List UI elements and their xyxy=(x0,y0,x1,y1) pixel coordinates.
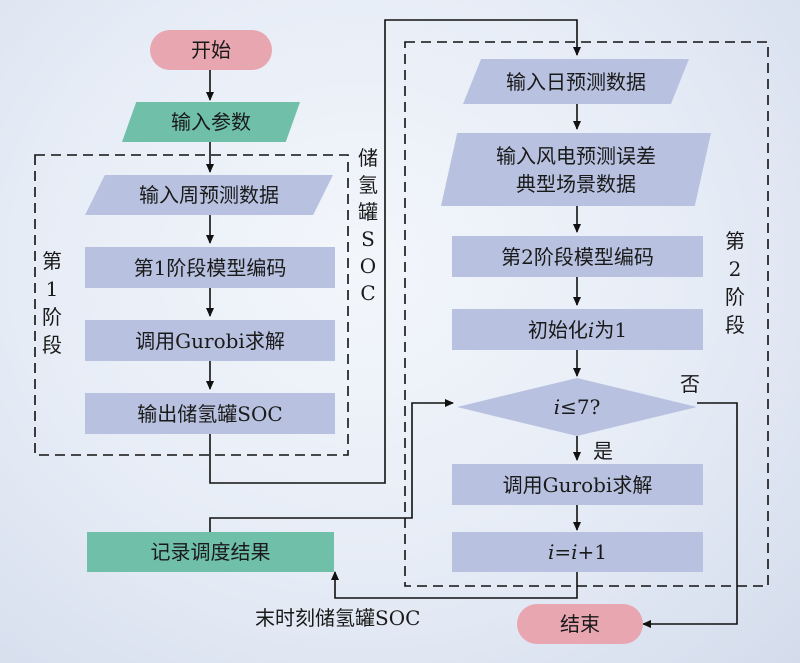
record-text: 记录调度结果 xyxy=(150,540,271,564)
stage1-encode-text: 第1阶段模型编码 xyxy=(133,255,287,280)
input-params-box: 输入参数 xyxy=(122,102,300,142)
stage2-encode-box: 第2阶段模型编码 xyxy=(452,236,703,277)
week-forecast-text: 输入周预测数据 xyxy=(139,183,279,207)
stage1-label: 第 1 阶 段 xyxy=(42,249,62,357)
decision-text: i≤7? xyxy=(553,395,601,419)
final-soc-label: 末时刻储氢罐SOC xyxy=(255,606,421,630)
start-terminal: 开始 xyxy=(150,30,272,70)
decision-diamond xyxy=(457,378,697,436)
wind-error-line1: 输入风电预测误差 xyxy=(496,143,656,168)
tank-soc-label: 储 氢 罐 S O C xyxy=(358,146,378,305)
gurobi1-box: 调用Gurobi求解 xyxy=(85,320,335,361)
stage2-boundary xyxy=(404,41,769,587)
week-forecast-box: 输入周预测数据 xyxy=(85,175,333,215)
end-terminal: 结束 xyxy=(517,604,643,644)
end-text: 结束 xyxy=(560,612,600,636)
input-params-text: 输入参数 xyxy=(171,110,251,134)
start-text: 开始 xyxy=(191,38,231,62)
gurobi1-text: 调用Gurobi求解 xyxy=(135,328,285,353)
stage1-boundary xyxy=(34,154,349,456)
stage2-encode-text: 第2阶段模型编码 xyxy=(501,244,654,269)
day-forecast-text: 输入日预测数据 xyxy=(506,69,646,94)
increment-box: i=i+1 xyxy=(452,532,703,572)
wind-error-line2: 典型场景数据 xyxy=(516,171,636,196)
init-i-box: 初始化i为1 xyxy=(452,309,703,350)
gurobi2-text: 调用Gurobi求解 xyxy=(502,472,653,497)
output-soc-box: 输出储氢罐SOC xyxy=(85,393,335,434)
output-soc-text: 输出储氢罐SOC xyxy=(137,401,283,426)
yes-label: 是 xyxy=(593,439,613,463)
record-box: 记录调度结果 xyxy=(87,532,334,572)
wind-error-box: 输入风电预测误差 典型场景数据 xyxy=(441,133,711,206)
no-label: 否 xyxy=(680,372,700,396)
stage1-encode-box: 第1阶段模型编码 xyxy=(85,247,335,288)
increment-text: i=i+1 xyxy=(547,540,608,564)
init-i-text: 初始化i为1 xyxy=(527,317,628,342)
gurobi2-box: 调用Gurobi求解 xyxy=(452,464,703,505)
stage2-label: 第 2 阶 段 xyxy=(725,229,745,337)
day-forecast-box: 输入日预测数据 xyxy=(463,59,689,104)
